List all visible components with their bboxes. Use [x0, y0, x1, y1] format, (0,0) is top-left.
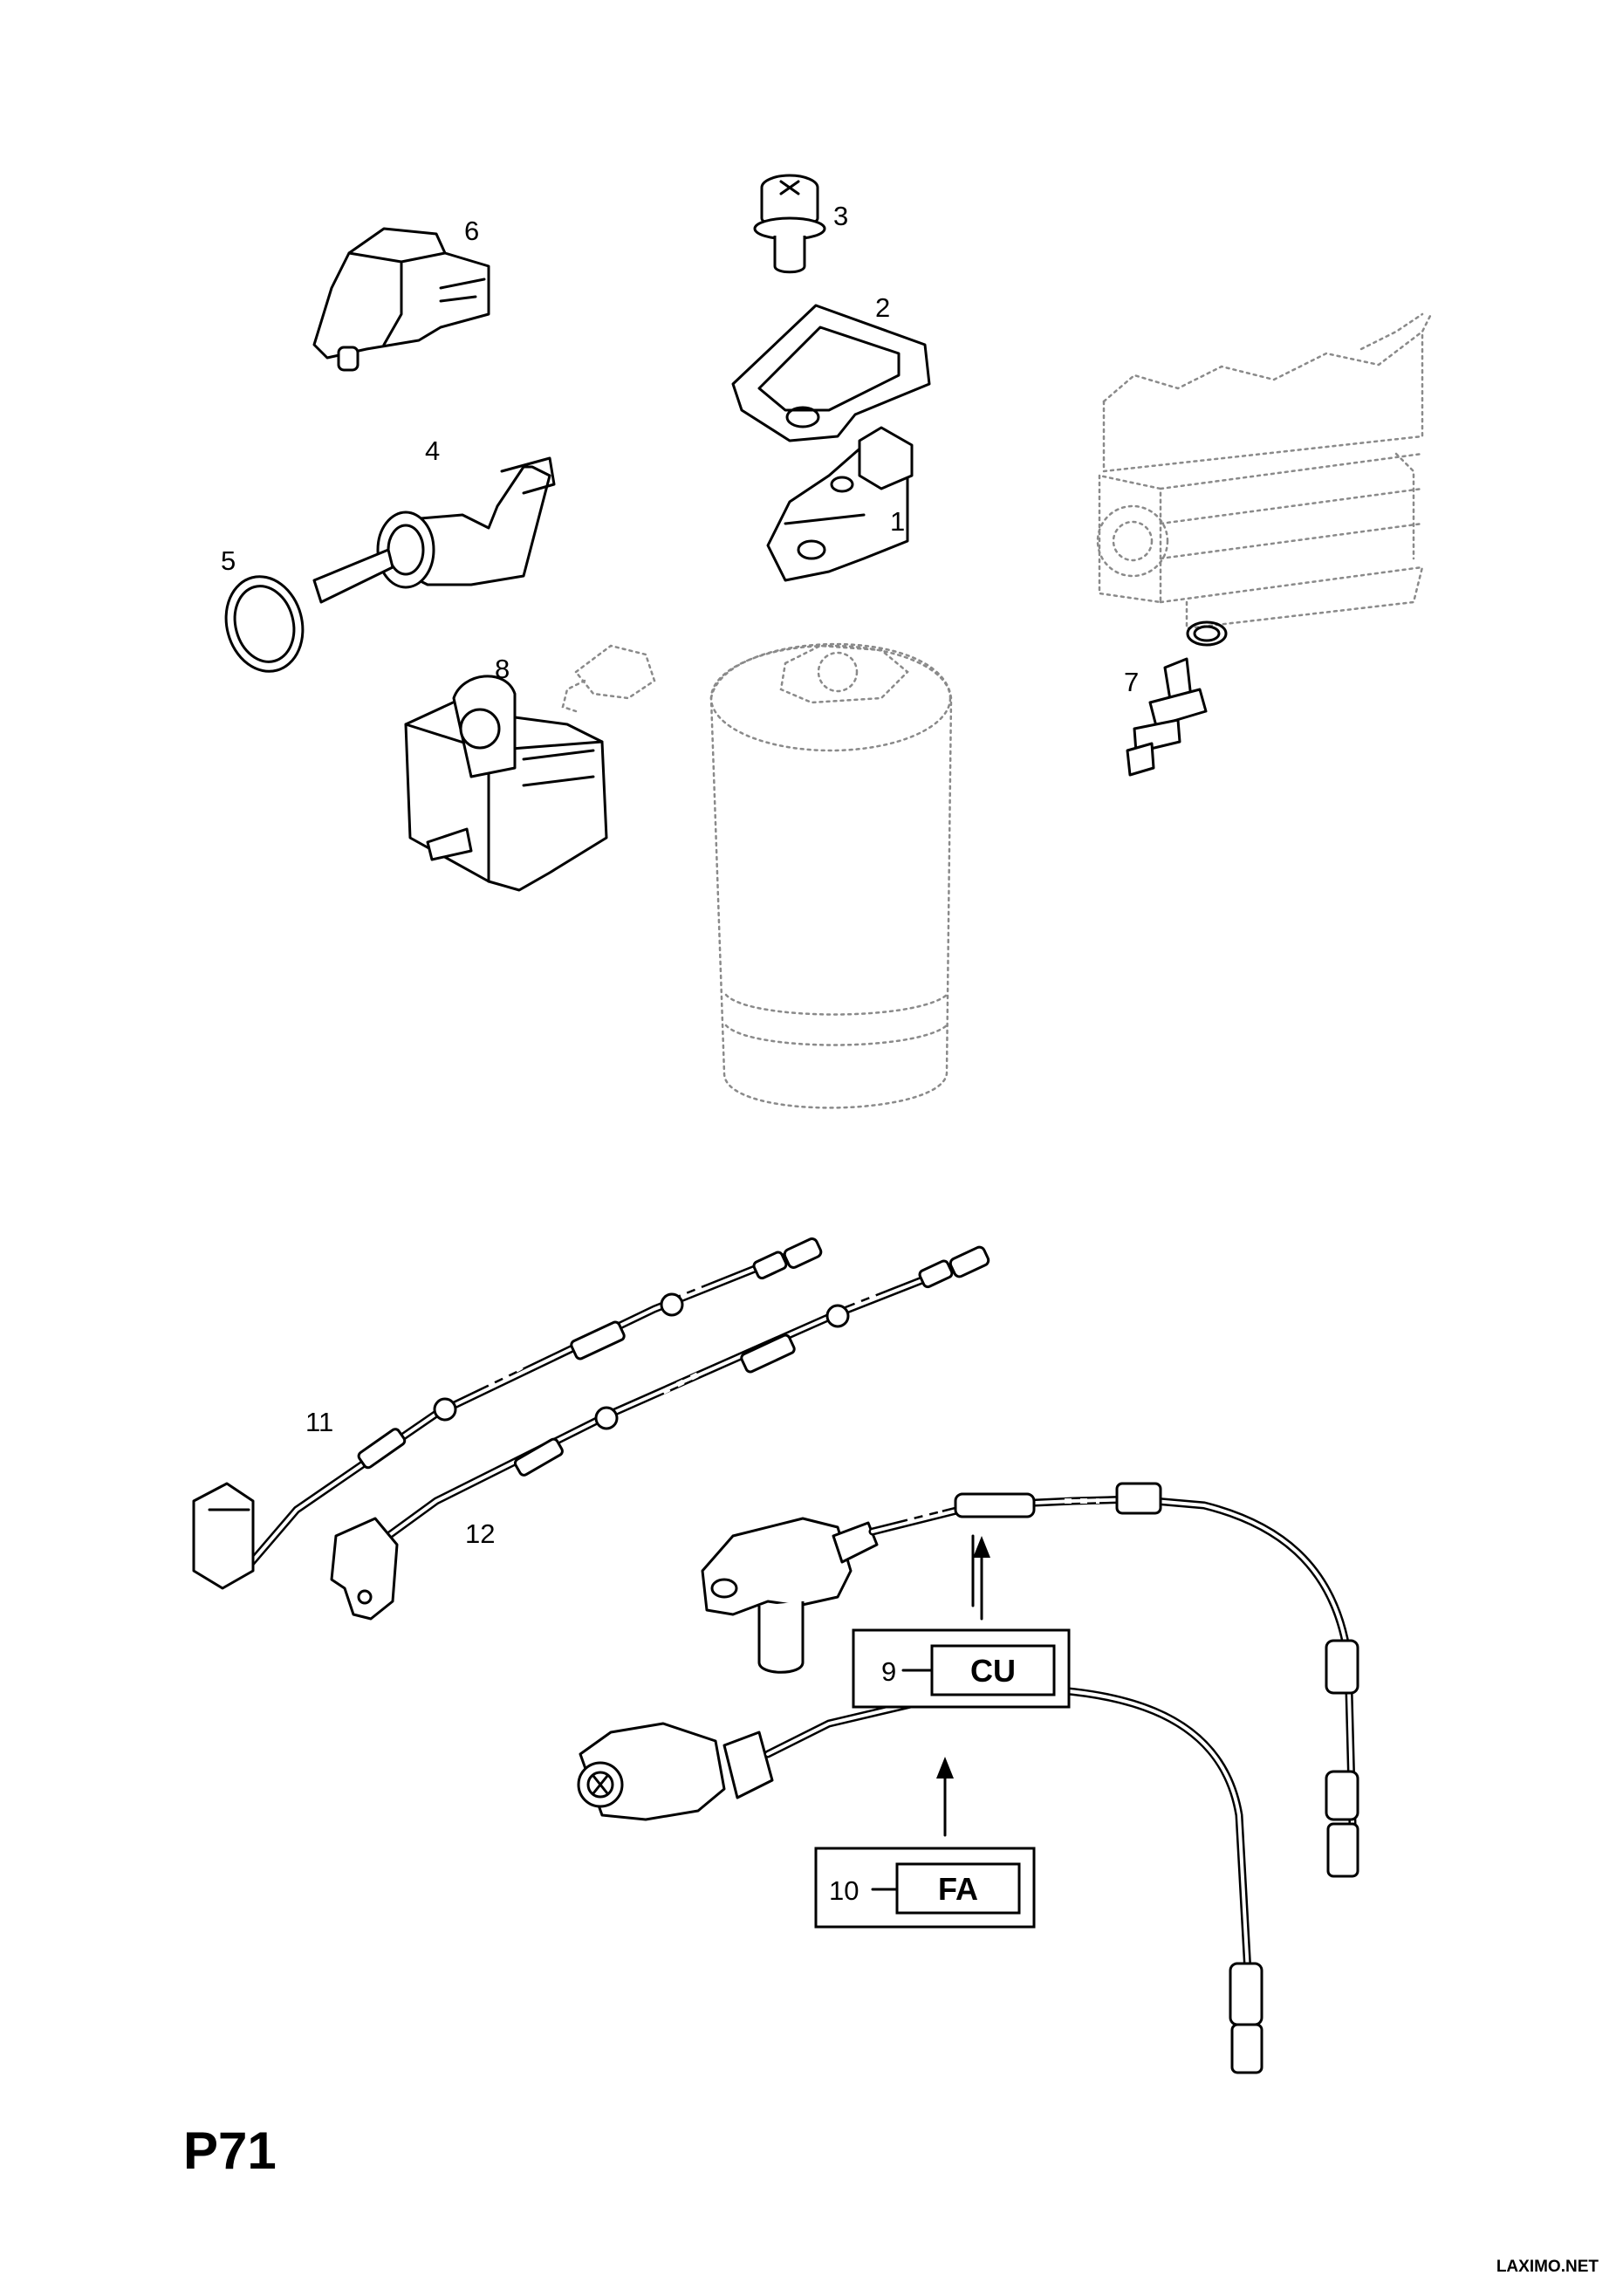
part-1-sensor [766, 426, 914, 582]
bolt-outline [561, 644, 656, 713]
callout-2: 2 [875, 292, 890, 323]
part-11-cable [192, 1237, 823, 1590]
leader-arrows [936, 1536, 990, 1837]
part-12-cable [330, 1245, 990, 1621]
callout-11: 11 [305, 1407, 333, 1437]
variant-box-number: 9 [881, 1656, 896, 1687]
callout-5: 5 [221, 545, 236, 576]
variant-box-fa: 10 FA [814, 1847, 1036, 1929]
part-2-bracket [731, 304, 931, 442]
part-6-sensor [312, 227, 490, 372]
callout-6: 6 [464, 216, 479, 246]
callout-3: 3 [833, 201, 848, 231]
variant-box-cu: 9 CU [852, 1628, 1071, 1709]
part-4-switch [312, 456, 556, 604]
part-5-seal-ring [224, 575, 305, 673]
oil-filter-outline [709, 642, 953, 1109]
part-9-sensor [701, 1482, 1359, 1878]
engine-block-outline [1096, 312, 1433, 630]
callout-7: 7 [1124, 667, 1139, 697]
part-3-bolt [753, 174, 826, 274]
page-code: P71 [183, 2121, 277, 2180]
part-7-temp-sensor [1126, 620, 1228, 777]
callout-8: 8 [495, 654, 510, 684]
callout-1: 1 [890, 506, 905, 537]
variant-code: FA [938, 1871, 978, 1907]
watermark: LAXIMO.NET [1496, 2258, 1599, 2276]
variant-box-number: 10 [829, 1875, 859, 1906]
variant-code: CU [970, 1653, 1016, 1689]
part-8-valve [404, 675, 608, 892]
callout-4: 4 [425, 435, 440, 466]
callout-12: 12 [465, 1518, 495, 1549]
